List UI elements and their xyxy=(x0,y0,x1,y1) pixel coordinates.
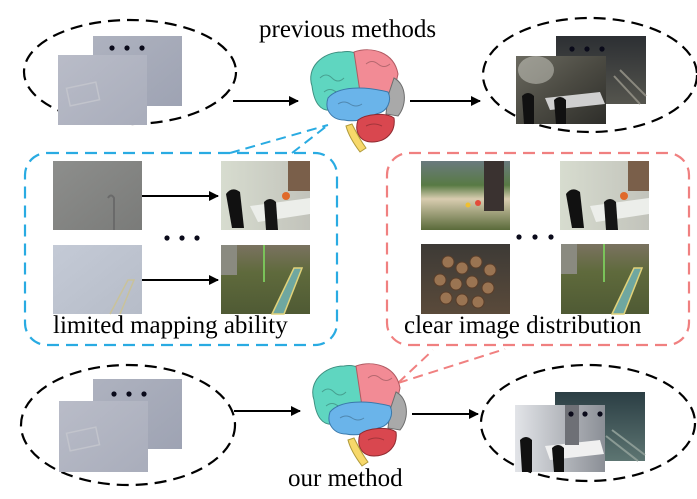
brain-icon-top xyxy=(310,49,405,153)
clear-image-lawn-track xyxy=(561,244,649,315)
brain-icon-bottom xyxy=(312,363,407,467)
ellipsis-dots-bottom-right xyxy=(568,411,603,417)
our-output-image-front xyxy=(515,405,605,472)
clear-distribution-box xyxy=(385,151,691,347)
ellipsis-dots-bottom-left xyxy=(111,391,147,397)
previous-output-image-front xyxy=(516,56,606,124)
our-method-label: our method xyxy=(288,465,403,492)
ellipsis-dots-top-right xyxy=(569,46,605,52)
mapping-hazy-image-2 xyxy=(53,245,142,315)
limited-mapping-box xyxy=(23,151,339,347)
clear-image-sandbox xyxy=(421,161,510,230)
input-set-ellipse-bottom xyxy=(19,363,237,487)
mapping-hazy-image-1 xyxy=(53,161,142,230)
input-set-ellipse-top xyxy=(22,18,238,126)
blue-connector-line-1 xyxy=(229,124,329,154)
mapping-clear-image-1 xyxy=(221,161,310,230)
blue-connector-line-2 xyxy=(291,124,329,154)
limited-mapping-ability-label: limited mapping ability xyxy=(53,312,288,339)
output-set-ellipse-ours xyxy=(479,363,697,483)
mapping-clear-image-2 xyxy=(221,245,310,315)
hazy-image-front-bottom xyxy=(59,401,148,472)
clear-image-distribution-label: clear image distribution xyxy=(404,312,642,339)
clear-image-indoor xyxy=(560,161,649,230)
ellipsis-dots-mapping xyxy=(164,235,200,241)
red-connector-line-2 xyxy=(397,348,506,384)
red-connector-line-1 xyxy=(397,349,434,384)
hazy-image-front-top xyxy=(58,55,147,125)
ellipsis-dots-top-left xyxy=(109,45,145,51)
clear-image-logs xyxy=(421,244,510,314)
previous-methods-label: previous methods xyxy=(259,16,437,43)
ellipsis-dots-distribution xyxy=(516,234,554,240)
